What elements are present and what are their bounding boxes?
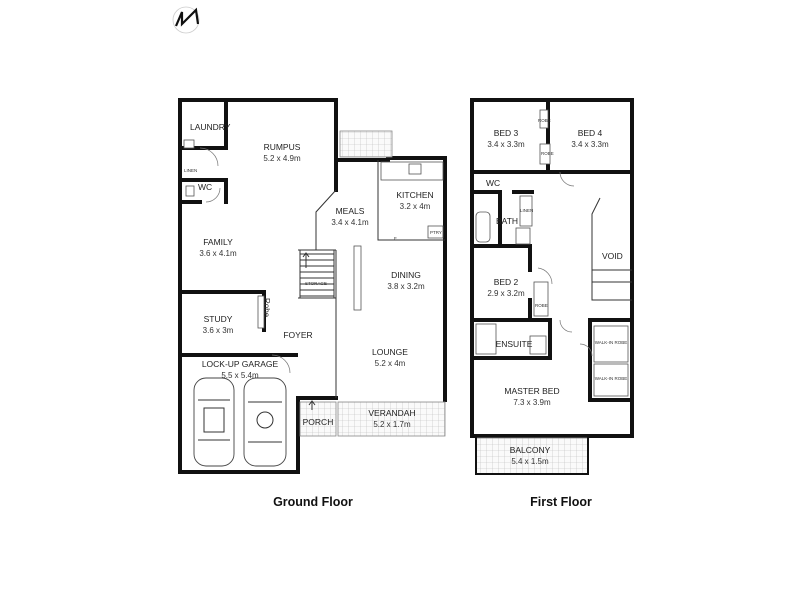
lounge-size: 5.2 x 4m — [375, 359, 406, 368]
bed3-robe — [539, 109, 549, 129]
walkin-robe-one-label: WALK-IN ROBE — [595, 340, 628, 345]
rumpus-size: 5.2 x 4.9m — [263, 154, 301, 163]
ground-wc-label: WC — [198, 182, 212, 192]
pantry-cupboard — [427, 225, 444, 239]
ground-wc-toilet — [185, 185, 195, 197]
bed4-label: BED 4 — [578, 128, 603, 138]
pantry-label: PTRY — [430, 230, 442, 235]
kitchen-label: KITCHEN — [396, 190, 433, 200]
walkin-robe-two-label: WALK-IN ROBE — [595, 376, 628, 381]
master-bed-size: 7.3 x 3.9m — [513, 398, 551, 407]
garage-car-left — [193, 377, 235, 467]
balcony-size: 5.4 x 1.5m — [511, 457, 549, 466]
ground-linen-label: LINEN — [184, 168, 197, 173]
bed4-robe-label: ROBE — [541, 151, 554, 156]
first-linen-label: LINEN — [520, 208, 533, 213]
bed3-label: BED 3 — [494, 128, 519, 138]
ensuite-label: ENSUITE — [496, 339, 533, 349]
walkin-robe-two — [593, 363, 629, 397]
bed2-size: 2.9 x 3.2m — [487, 289, 525, 298]
first-floor-title: First Floor — [530, 495, 592, 509]
meals-label: MEALS — [336, 206, 365, 216]
porch-label: PORCH — [303, 417, 334, 427]
verandah-deck — [337, 401, 446, 437]
storage-label: STORAGE — [305, 281, 327, 286]
bed3-size: 3.4 x 3.3m — [487, 140, 525, 149]
garage-car-right — [243, 377, 287, 467]
dining-size: 3.8 x 3.2m — [387, 282, 425, 291]
bed4-size: 3.4 x 3.3m — [571, 140, 609, 149]
kitchen-island — [353, 245, 362, 311]
meals-size: 3.4 x 4.1m — [331, 218, 369, 227]
laundry-tub — [183, 139, 195, 149]
bath-vanity — [515, 227, 531, 245]
verandah-size: 5.2 x 1.7m — [373, 420, 411, 429]
verandah-label: VERANDAH — [368, 408, 415, 418]
ensuite-shower — [475, 323, 497, 355]
fridge-label: F — [394, 236, 397, 241]
void-label: VOID — [602, 251, 623, 261]
family-size: 3.6 x 4.1m — [199, 249, 237, 258]
first-floor-plan — [470, 98, 634, 475]
bed2-robe — [533, 281, 549, 317]
ground-floor-title: Ground Floor — [273, 495, 353, 509]
study-size: 3.6 x 3m — [203, 326, 234, 335]
balcony-label: BALCONY — [510, 445, 551, 455]
ensuite-toilet — [529, 335, 547, 355]
study-label: STUDY — [204, 314, 233, 324]
bed3-robe-label: ROBE — [538, 118, 551, 123]
lounge-label: LOUNGE — [372, 347, 408, 357]
bed4-robe — [539, 143, 551, 165]
bath-tub — [475, 211, 491, 243]
ground-stairs — [299, 250, 335, 298]
walkin-robe-one — [593, 325, 629, 363]
balcony-deck — [475, 437, 589, 475]
bed2-robe-label: ROBE — [535, 303, 548, 308]
kitchen-sink — [408, 163, 422, 175]
bath-label: BATH — [496, 216, 518, 226]
dining-label: DINING — [391, 270, 421, 280]
ground-floor-plan — [178, 98, 447, 474]
master-bed-label: MASTER BED — [504, 386, 559, 396]
garage-label: LOCK-UP GARAGE — [202, 359, 279, 369]
room-labels: LAUNDRY RUMPUS 5.2 x 4.9m LINEN WC MEALS… — [184, 118, 627, 466]
bed2-label: BED 2 — [494, 277, 519, 287]
porch-deck — [299, 401, 337, 437]
north-arrow-icon — [172, 6, 200, 34]
first-wc-label: WC — [486, 178, 500, 188]
laundry-label: LAUNDRY — [190, 122, 231, 132]
garage-size: 5.5 x 5.4m — [221, 371, 259, 380]
ground-robe-label: Robe — [262, 298, 271, 318]
kitchen-size: 3.2 x 4m — [400, 202, 431, 211]
foyer-label: FOYER — [283, 330, 312, 340]
linen-press-first — [519, 195, 533, 227]
rumpus-deck — [339, 130, 393, 158]
family-label: FAMILY — [203, 237, 233, 247]
ground-robe — [257, 295, 265, 329]
rumpus-label: RUMPUS — [264, 142, 301, 152]
